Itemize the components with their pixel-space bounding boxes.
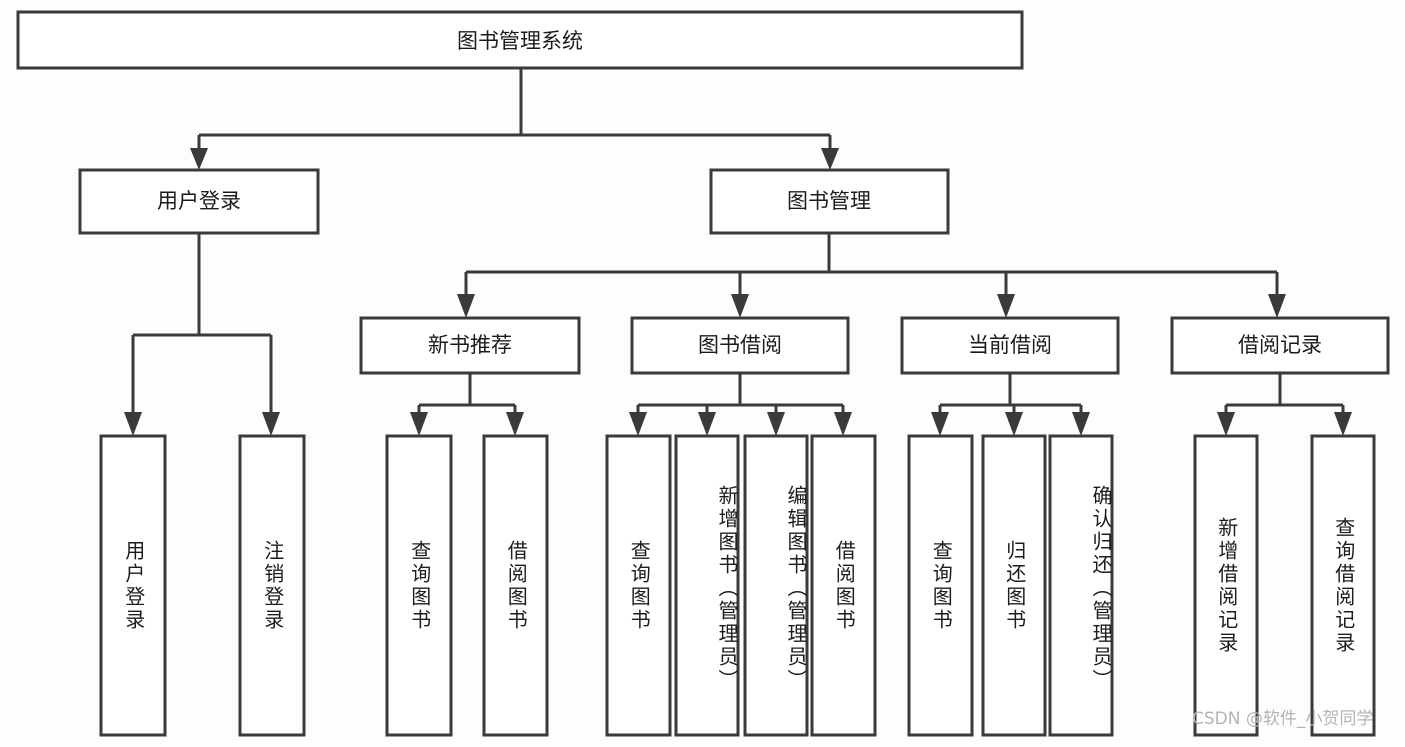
arrow-head-icon [1268, 294, 1286, 318]
node-user-login[interactable]: 用户登录 [78, 168, 320, 235]
arrow-head-icon [997, 294, 1015, 318]
leaf-box-add-book-admin[interactable] [674, 434, 740, 737]
arrow-head-icon [410, 412, 428, 436]
arrow-head-icon [457, 294, 475, 318]
node-new-book-recommend-label: 新书推荐 [428, 333, 512, 357]
leaf-box-return-book[interactable] [981, 434, 1047, 737]
arrow-head-icon [821, 148, 839, 170]
leaf-label-logout: 注销登录 [260, 539, 285, 632]
leaf-box-query-book-2[interactable] [605, 434, 672, 737]
leaf-label-add-borrow-record: 新增借阅记录 [1214, 516, 1239, 655]
leaf-label-query-book-2: 查询图书 [627, 539, 652, 632]
arrow-head-icon [698, 412, 716, 436]
node-current-borrow-box [900, 316, 1120, 375]
node-borrow-record[interactable]: 借阅记录 [1170, 316, 1390, 375]
node-new-book-recommend[interactable]: 新书推荐 [359, 316, 581, 375]
leaf-label-query-borrow-record: 查询借阅记录 [1331, 516, 1356, 655]
node-book-borrow[interactable]: 图书借阅 [630, 316, 850, 375]
leaf-label-edit-book-admin: 编辑图书（管理员） [784, 485, 808, 692]
leaf-label-add-book-admin: 新增图书（管理员） [715, 485, 739, 692]
leaf-label-borrow-book-2: 借阅图书 [832, 539, 857, 632]
arrow-head-icon [1005, 412, 1023, 436]
leaf-box-user-login[interactable] [99, 434, 167, 737]
node-borrow-record-label: 借阅记录 [1238, 333, 1322, 357]
leaf-box-query-book-1[interactable] [385, 434, 453, 737]
csdn-watermark: CSDN @软件_小贺同学 [1192, 709, 1374, 729]
arrow-head-icon [506, 412, 524, 436]
leaf-label-confirm-return: 确认归还（管理员） [1089, 485, 1113, 692]
node-user-login-label: 用户登录 [157, 189, 241, 213]
node-current-borrow-label: 当前借阅 [968, 333, 1052, 357]
arrow-head-icon [731, 294, 749, 318]
leaf-box-query-book-3[interactable] [907, 434, 974, 737]
leaf-box-confirm-return[interactable] [1048, 434, 1114, 737]
node-book-management[interactable]: 图书管理 [709, 168, 950, 235]
arrow-head-icon [834, 412, 852, 436]
leaf-label-borrow-book-1: 借阅图书 [504, 539, 529, 632]
node-new-book-recommend-box [359, 316, 581, 375]
node-root-label: 图书管理系统 [457, 29, 583, 53]
leaf-box-logout[interactable] [238, 434, 306, 737]
node-book-management-label: 图书管理 [787, 189, 871, 213]
connector-book-management-to-level3 [457, 233, 1286, 318]
arrow-head-icon [1334, 412, 1352, 436]
connector-borrow-record-to-leaves [1217, 373, 1352, 436]
arrow-head-icon [1072, 412, 1090, 436]
leaf-label-return-book: 归还图书 [1002, 539, 1027, 632]
node-current-borrow[interactable]: 当前借阅 [900, 316, 1120, 375]
leaf-box-query-borrow-record[interactable] [1310, 434, 1376, 737]
connector-root-to-level2 [190, 68, 839, 170]
leaf-box-borrow-book-2[interactable] [810, 434, 877, 737]
connector-book-borrow-to-leaves [629, 373, 852, 436]
leaf-label-query-book-3: 查询图书 [929, 539, 954, 632]
leaf-label-user-login: 用户登录 [121, 539, 146, 632]
connector-new-book-recommend-to-leaves [410, 373, 524, 436]
arrow-head-icon [767, 412, 785, 436]
node-root-box [16, 10, 1024, 70]
arrow-head-icon [262, 412, 280, 436]
arrow-head-icon [629, 412, 647, 436]
leaf-label-query-book-1: 查询图书 [407, 539, 432, 632]
connector-current-borrow-to-leaves [931, 373, 1090, 436]
arrow-head-icon [931, 412, 949, 436]
node-book-borrow-label: 图书借阅 [698, 333, 782, 357]
arrow-head-icon [190, 148, 208, 170]
connector-user-login-to-leaves [124, 233, 280, 436]
leaf-box-borrow-book-1[interactable] [482, 434, 549, 737]
leaf-box-add-borrow-record[interactable] [1193, 434, 1259, 737]
arrow-head-icon [1217, 412, 1235, 436]
node-root[interactable]: 图书管理系统 [16, 10, 1024, 70]
arrow-head-icon [124, 412, 142, 436]
leaf-box-edit-book-admin[interactable] [743, 434, 809, 737]
